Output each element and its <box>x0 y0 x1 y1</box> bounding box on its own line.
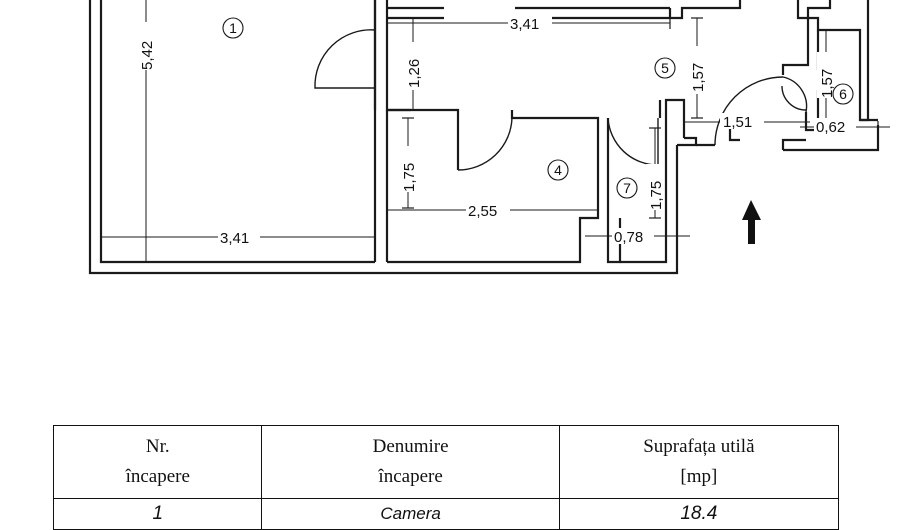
doors <box>315 30 807 170</box>
dim-room7-width: 0,78 <box>614 229 643 246</box>
room-number-4: 4 <box>554 162 562 178</box>
header-room-number: Nr. încapere <box>52 425 263 499</box>
room-markers: 1 4 5 6 7 <box>222 17 854 199</box>
dimension-lines <box>101 0 890 262</box>
dim-corridor-width: 3,41 <box>510 16 539 33</box>
dim-room5-height: 1,57 <box>690 63 707 92</box>
dim-room6-height: 1,57 <box>819 69 836 98</box>
room-number-7: 7 <box>623 180 631 196</box>
room-number-6: 6 <box>839 86 847 102</box>
dim-room1-width: 3,41 <box>220 230 249 247</box>
dim-room6-width: 0,62 <box>816 119 845 136</box>
header-room-name: Denumire încapere <box>261 425 560 499</box>
cell-room-number: 1 <box>52 498 263 530</box>
dim-room5-door-width: 1,51 <box>723 114 752 131</box>
room-number-1: 1 <box>229 20 237 36</box>
dim-room7-height: 1,75 <box>648 181 665 210</box>
north-arrow-icon <box>742 200 761 244</box>
dim-room1-height: 5,42 <box>139 41 156 70</box>
header-usable-area: Suprafața utilă [mp] <box>558 425 840 499</box>
dim-room4-width: 2,55 <box>468 203 497 220</box>
dimension-labels: 5,42 3,41 3,41 1,26 1,57 1,57 1,51 0,62 … <box>137 15 856 247</box>
cell-room-area: 18.4 <box>558 498 840 530</box>
floor-plan: 5,42 3,41 3,41 1,26 1,57 1,57 1,51 0,62 … <box>0 0 902 420</box>
room-number-5: 5 <box>661 60 669 76</box>
outer-walls <box>90 0 878 273</box>
dim-room4-height: 1,75 <box>401 163 418 192</box>
table-header-row: Nr. încapere Denumire încapere Suprafața… <box>52 425 840 499</box>
dim-corridor-height: 1,26 <box>406 59 423 88</box>
table-row: 1 Camera 18.4 <box>52 498 840 530</box>
cell-room-name: Camera <box>261 498 560 530</box>
room-area-table: Nr. încapere Denumire încapere Suprafața… <box>52 425 840 530</box>
